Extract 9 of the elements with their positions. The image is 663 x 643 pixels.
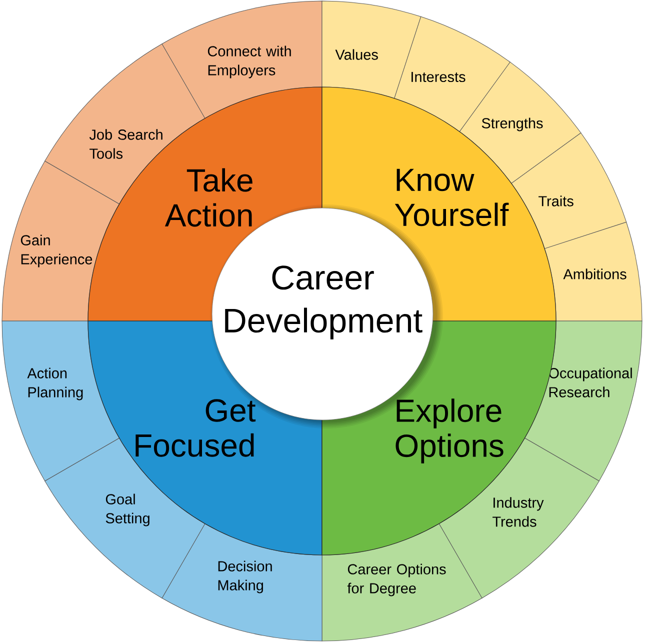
- ring-segment: Decision Making: [162, 523, 322, 642]
- ring-segment: Career Options for Degree: [322, 523, 482, 642]
- node-label: Decision Making: [218, 560, 272, 594]
- ring-segment: Action Planning: [2, 320, 120, 482]
- ring-segment: Traits: [511, 132, 627, 249]
- ring-segment: Occupational Research: [524, 320, 642, 482]
- ring-segment: Connect with Employers: [162, 0, 322, 119]
- ring-segment: Ambitions: [544, 222, 642, 322]
- ring-segment: Gain Experience: [2, 160, 120, 322]
